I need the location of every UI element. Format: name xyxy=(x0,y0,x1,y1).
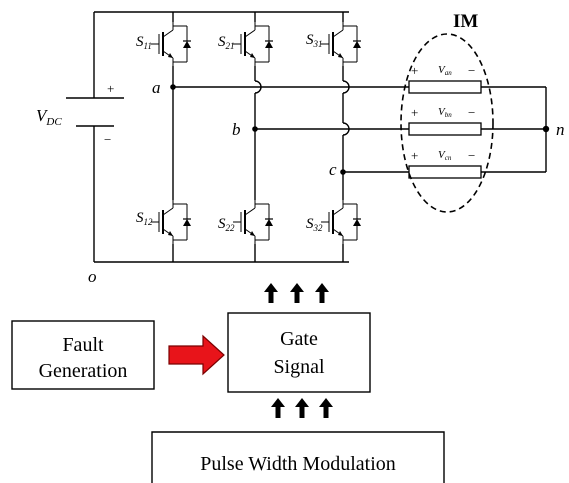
switch-label-s32: S32 xyxy=(306,216,323,233)
motor-label: IM xyxy=(453,11,478,32)
switch-label-s22: S22 xyxy=(218,216,235,233)
svg-text:Van: Van xyxy=(438,64,452,77)
fault-generation-block xyxy=(11,320,155,390)
source-minus: − xyxy=(104,132,111,147)
switch-label-s12: S12 xyxy=(136,210,153,227)
node-label-c: c xyxy=(329,160,337,179)
svg-text:Vcn: Vcn xyxy=(438,149,452,162)
pwm-block xyxy=(151,431,445,483)
svg-text:−: − xyxy=(468,148,475,163)
neutral-label: n xyxy=(556,120,565,139)
leg-c xyxy=(320,12,362,262)
node-label-a: a xyxy=(152,78,161,97)
gate-to-inverter-arrows xyxy=(264,283,329,303)
winding-b xyxy=(408,122,482,136)
switch-label-s21: S21 xyxy=(218,34,235,51)
pwm-label: Pulse Width Modulation xyxy=(200,453,396,475)
leg-a xyxy=(150,12,192,262)
gate-label-line1: Gate xyxy=(280,328,318,350)
svg-text:+: + xyxy=(411,63,418,78)
neutral-dot xyxy=(542,125,550,133)
fault-arrow xyxy=(168,334,225,376)
svg-text:Vbn: Vbn xyxy=(438,106,452,119)
pwm-to-gate-arrows xyxy=(271,398,333,418)
svg-text:−: − xyxy=(468,105,475,120)
node-label-b: b xyxy=(232,120,241,139)
svg-text:−: − xyxy=(468,63,475,78)
svg-text:+: + xyxy=(411,105,418,120)
winding-a xyxy=(408,80,482,94)
fault-label-line1: Fault xyxy=(62,334,104,356)
voltage-labels: + Van − + Vbn − + Vcn − xyxy=(411,63,475,163)
switch-label-s11: S11 xyxy=(136,34,152,51)
ground-label: o xyxy=(88,267,97,286)
dc-source: + − VDC xyxy=(36,12,124,262)
svg-text:+: + xyxy=(411,148,418,163)
fault-label-line2: Generation xyxy=(39,360,128,382)
winding-c xyxy=(408,165,482,179)
gate-signal-block xyxy=(227,312,371,393)
gate-label-line2: Signal xyxy=(273,356,325,378)
switch-label-s31: S31 xyxy=(306,32,323,49)
source-plus: + xyxy=(107,81,114,96)
vdc-label: VDC xyxy=(36,106,62,128)
motor-boundary xyxy=(400,33,494,213)
